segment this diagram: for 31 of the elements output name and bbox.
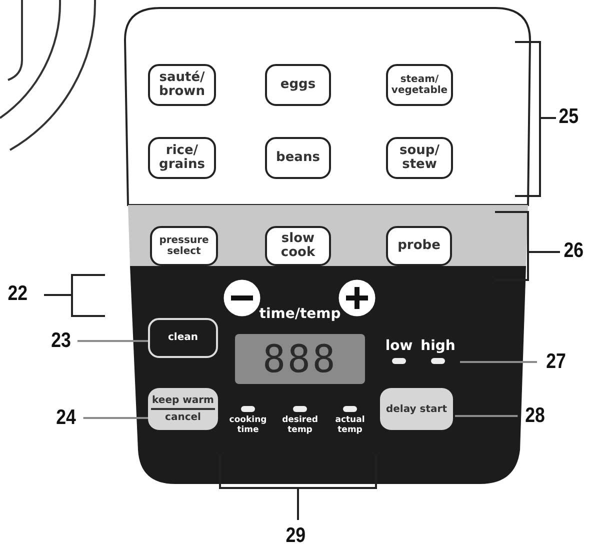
- callout-number: 29: [286, 524, 306, 548]
- leader-line: [460, 361, 537, 363]
- program-button: slow cook: [265, 226, 331, 266]
- program-button: beans: [265, 137, 331, 179]
- indicator-label: cooking time: [228, 414, 268, 434]
- leader-line: [83, 417, 148, 419]
- program-button: probe: [386, 226, 452, 266]
- leader-line: [77, 340, 148, 342]
- callout-number: 28: [520, 403, 550, 429]
- callout-number: 25: [558, 105, 579, 129]
- callout-number: 26: [564, 239, 584, 263]
- program-button: eggs: [265, 64, 331, 106]
- leader-line: [455, 415, 518, 417]
- callout-number: 22: [8, 282, 28, 306]
- control-button: keep warm cancel: [148, 388, 218, 430]
- indicator-label: actual temp: [334, 414, 366, 434]
- program-button: soup/ stew: [386, 137, 453, 179]
- program-button: sauté/ brown: [148, 64, 216, 106]
- program-button: rice/ grains: [148, 137, 216, 179]
- callout-number: 23: [46, 328, 76, 354]
- program-button: steam/ vegetable: [386, 64, 453, 106]
- callout-number: 27: [539, 349, 573, 375]
- indicator-label: high: [420, 338, 456, 354]
- indicator-label: desired temp: [281, 414, 319, 434]
- function-label: time/temp: [258, 306, 342, 322]
- clean-button: clean: [148, 318, 218, 358]
- callout-number: 24: [50, 405, 82, 431]
- program-button: pressure select: [150, 226, 218, 266]
- indicator-label: low: [385, 338, 413, 354]
- control-button: delay start: [380, 388, 453, 430]
- digital-display: 888: [235, 334, 365, 384]
